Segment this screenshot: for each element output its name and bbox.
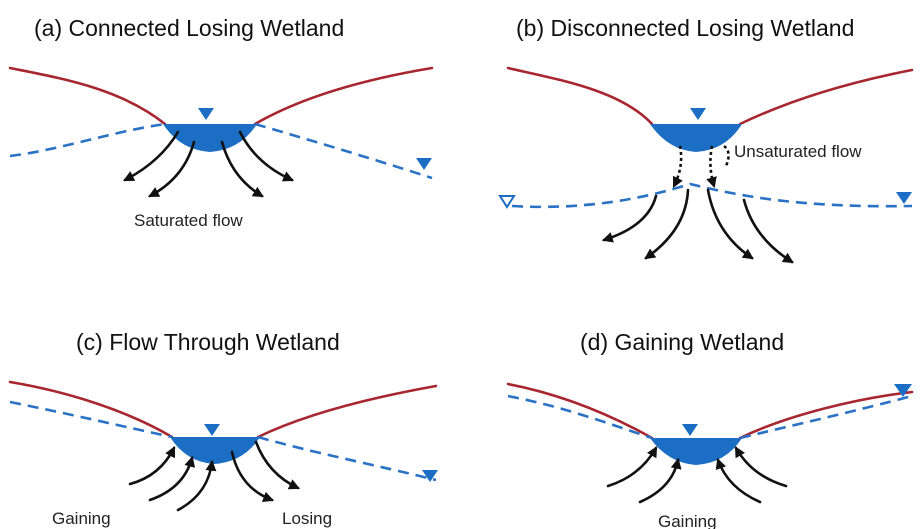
panel-b: (b) Disconnected Losing Wetland Unsatura… — [498, 15, 914, 264]
panel-a-title: (a) Connected Losing Wetland — [34, 15, 344, 41]
surface-water-pool — [650, 124, 742, 152]
ground-surface-line — [506, 66, 914, 126]
ground-surface-line — [8, 380, 438, 439]
water-table-triangle-icon — [682, 424, 698, 436]
flow-arrow-icon — [742, 198, 794, 264]
flow-arrow-icon — [734, 446, 788, 488]
surface-water-pool — [170, 437, 260, 464]
flow-arrow-icon — [638, 457, 682, 504]
flow-arrow-icon — [123, 130, 180, 182]
flow-arrow-icon — [176, 459, 217, 512]
flow-arrow-icon — [220, 140, 264, 198]
water-table-triangle-icon — [422, 470, 438, 482]
flow-arrow-icon — [254, 440, 300, 490]
panel-b-title: (b) Disconnected Losing Wetland — [516, 15, 854, 41]
water-table-line — [9, 400, 437, 482]
losing-flow-arrows — [230, 440, 300, 503]
panel-c-title: (c) Flow Through Wetland — [76, 329, 340, 355]
saturated-flow-label: Saturated flow — [134, 211, 243, 230]
flow-arrow-icon — [128, 446, 176, 486]
flow-arrow-icon — [230, 450, 275, 503]
flow-arrow-icon — [606, 446, 658, 488]
panel-d-title: (d) Gaining Wetland — [580, 329, 784, 355]
water-table-triangle-icon — [204, 424, 220, 436]
water-table-triangle-icon — [416, 158, 432, 170]
flow-arrow-icon — [148, 140, 196, 198]
ground-surface-line — [506, 382, 914, 440]
flow-arrow-icon — [723, 144, 730, 167]
losing-label: Losing — [282, 509, 332, 528]
gaining-label: Gaining — [658, 512, 717, 529]
flow-arrow-icon — [672, 145, 683, 188]
unsaturated-flow-arrows — [672, 144, 730, 189]
water-table-line — [507, 394, 913, 440]
flow-arrow-icon — [706, 145, 717, 189]
gaining-flow-arrows — [606, 446, 788, 504]
ground-surface-line — [8, 66, 434, 126]
gaining-flow-arrows — [128, 446, 217, 512]
flow-arrow-icon — [706, 188, 754, 260]
gaining-label: Gaining — [52, 509, 111, 528]
flow-arrow-icon — [644, 188, 690, 260]
panel-a: (a) Connected Losing Wetland Saturated f… — [8, 15, 434, 230]
unsaturated-flow-label: Unsaturated flow — [734, 142, 862, 161]
surface-water-pool — [163, 124, 257, 152]
flow-arrow-icon — [601, 194, 658, 243]
water-table-triangle-icon — [894, 384, 912, 397]
flow-arrow-icon — [715, 457, 762, 504]
water-table-line — [9, 122, 433, 180]
water-table-triangle-icon — [198, 108, 214, 120]
water-table-triangle-icon — [896, 192, 912, 204]
surface-water-pool — [650, 438, 742, 465]
panel-c: (c) Flow Through Wetland Gaining Losing — [8, 329, 438, 528]
open-water-table-triangle-icon — [498, 195, 516, 209]
saturated-flow-arrows — [123, 130, 294, 198]
flow-arrow-icon — [148, 455, 196, 502]
water-table-line — [511, 182, 913, 209]
saturated-flow-arrows — [601, 188, 794, 264]
flow-arrow-icon — [238, 130, 294, 182]
water-table-triangle-icon — [690, 108, 706, 120]
panel-d: (d) Gaining Wetland Gaining — [506, 329, 914, 529]
